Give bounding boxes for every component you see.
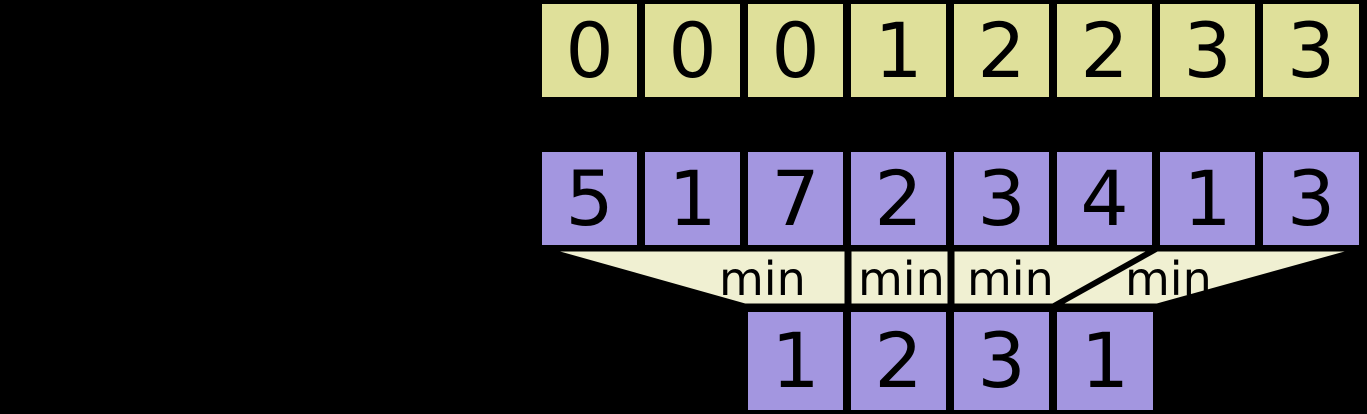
result-cell: 1 bbox=[744, 308, 847, 414]
offsets-cell: 0 bbox=[538, 0, 641, 101]
result-cell: 2 bbox=[847, 308, 950, 414]
value-cell: 1 bbox=[1156, 148, 1259, 249]
value-cell: 1 bbox=[641, 148, 744, 249]
min-funnel-shape-4 bbox=[1045, 246, 1364, 309]
offsets-cell: 2 bbox=[1053, 0, 1156, 101]
offsets-cell: 0 bbox=[744, 0, 847, 101]
value-cell: 5 bbox=[538, 148, 641, 249]
value-cell: 4 bbox=[1053, 148, 1156, 249]
offsets-cell: 3 bbox=[1156, 0, 1259, 101]
offsets-cell: 3 bbox=[1259, 0, 1363, 101]
offsets-cell: 2 bbox=[950, 0, 1053, 101]
result-cell: 1 bbox=[1053, 308, 1157, 414]
result-cell: 3 bbox=[950, 308, 1053, 414]
value-cell: 2 bbox=[847, 148, 950, 249]
min-label: min bbox=[1125, 252, 1212, 306]
min-label: min bbox=[858, 252, 945, 306]
offsets-cell: 1 bbox=[847, 0, 950, 101]
min-label: min bbox=[967, 252, 1054, 306]
min-label: min bbox=[719, 252, 806, 306]
value-cell: 3 bbox=[1259, 148, 1363, 249]
offsets-cell: 0 bbox=[641, 0, 744, 101]
